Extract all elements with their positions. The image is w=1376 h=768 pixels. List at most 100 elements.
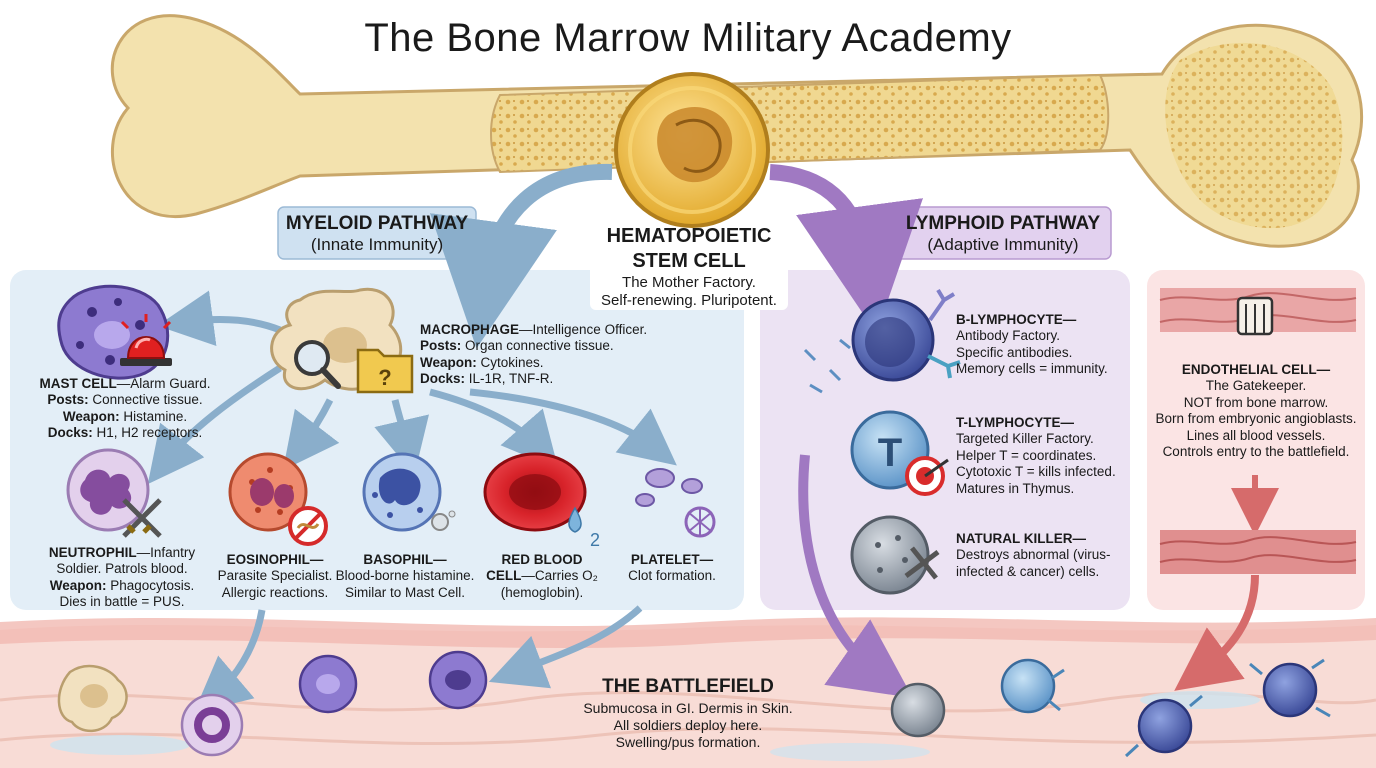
myeloid-pathway-label: MYELOID PATHWAY (Innate Immunity) [278,212,476,256]
natural-killer-line2: infected & cancer) cells. [956,563,1100,579]
t-lymphocyte-line3: Cytotoxic T = kills infected. [956,464,1116,480]
lymphoid-deploy-arrow [798,454,913,698]
neutrophil-weapon-label: Weapon: [49,577,107,593]
neutrophil-illustration [66,448,150,532]
neutrophil-line1: Soldier. Patrols blood. [56,561,188,577]
mast-cell-posts: Connective tissue. [92,392,203,408]
macrophage-name: MACROPHAGE [420,322,520,337]
t-lymphocyte-label: T-LYMPHOCYTE— Targeted Killer Factory. H… [956,415,1128,497]
platelet-illustration [635,468,716,538]
endothelial-line1: The Gatekeeper. [1205,378,1307,394]
mast-cell-name: MAST CELL [39,376,117,391]
macrophage-arrows [147,290,677,714]
b-lymphocyte-line2: Specific antibodies. [956,344,1073,360]
macrophage-role: —Intelligence Officer. [519,322,648,337]
basophil-illustration [362,452,456,532]
mast-cell-label: MAST CELL—Alarm Guard. Posts: Connective… [20,376,230,442]
natural-killer-name: NATURAL KILLER— [956,531,1086,546]
mast-cell-role: —Alarm Guard. [116,376,211,391]
eosinophil-line1: Parasite Specialist. [217,568,333,584]
macrophage-docks: IL-1R, TNF-R. [468,371,554,387]
b-lymphocyte-line3: Memory cells = immunity. [956,361,1108,377]
mast-cell-docks-label: Docks: [47,425,93,441]
stem-cell-name: HEMATOPOIETIC STEM CELL [606,225,772,272]
t-lymphocyte-line4: Matures in Thymus. [956,480,1075,496]
eosinophil-illustration [228,452,308,532]
battlefield-mast-cell [298,654,358,714]
battlefield-line2: All soldiers deploy here. [613,717,763,734]
macrophage-posts: Organ connective tissue. [465,338,614,354]
battlefield-b-cell [1124,658,1331,758]
rbc-name1: RED BLOOD [501,552,583,567]
oxygen-drop-icon: 2 [568,506,600,550]
lymphoid-pathway-label: LYMPHOID PATHWAY (Adaptive Immunity) [895,212,1111,256]
lymphoid-pathway-name: LYMPHOID PATHWAY [905,213,1101,234]
battlefield-name: THE BATTLEFIELD [602,676,774,697]
basophil-name: BASOPHIL— [363,552,447,567]
basophil-line2: Similar to Mast Cell. [344,584,466,600]
battlefield-neutrophil [180,693,244,757]
rbc-role: —Carries O₂ [521,568,598,584]
stem-cell-label: HEMATOPOIETIC STEM CELL The Mother Facto… [574,224,804,311]
b-lymphocyte-name: B-LYMPHOCYTE— [956,312,1077,327]
endothelial-line4: Lines all blood vessels. [1186,427,1326,443]
myeloid-pathway-sub: (Innate Immunity) [310,235,444,255]
macrophage-weapon: Cytokines. [480,354,544,370]
myeloid-arrow [430,163,613,349]
endothelial-label: ENDOTHELIAL CELL— The Gatekeeper. NOT fr… [1150,362,1362,461]
lymphoid-pathway-sub: (Adaptive Immunity) [927,235,1079,255]
no-parasite-icon [288,506,328,546]
eosinophil-label: EOSINOPHIL— Parasite Specialist. Allergi… [205,552,345,601]
natural-killer-label: NATURAL KILLER— Destroys abnormal (virus… [956,531,1126,580]
macrophage-posts-label: Posts: [420,338,462,354]
t-cell-letter: T [878,431,902,475]
macrophage-docks-label: Docks: [420,371,466,387]
b-lymphocyte-line1: Antibody Factory. [956,328,1061,344]
blood-vessel-bottom-illustration [1159,530,1357,574]
red-blood-cell-illustration [483,452,587,532]
neutrophil-weapon: Phagocytosis. [110,577,195,593]
t-lymphocyte-line2: Helper T = coordinates. [956,447,1097,463]
lymphoid-panel [760,270,1130,610]
folder-question-mark: ? [378,365,391,390]
target-icon [905,456,949,496]
stem-cell-line1: The Mother Factory. [622,274,756,291]
t-lymphocyte-name: T-LYMPHOCYTE— [956,415,1075,430]
endothelial-line3: Born from embryonic angioblasts. [1155,411,1357,427]
red-blood-cell-label: RED BLOOD CELL—Carries O₂ (hemoglobin). [478,552,606,601]
mast-cell-posts-label: Posts: [47,392,89,408]
sword-icon [122,498,162,538]
b-lymphocyte-label: B-LYMPHOCYTE— Antibody Factory. Specific… [956,312,1126,378]
platelet-label: PLATELET— Clot formation. [612,552,732,585]
endothelial-line5: Controls entry to the battlefield. [1162,444,1350,460]
alarm-siren-icon [120,314,172,366]
platelet-name: PLATELET— [630,552,714,567]
folder-icon: ? [356,348,414,394]
b-lymphocyte-illustration [803,288,961,394]
oxygen-subscript: 2 [590,530,600,550]
battlefield-basophil [428,650,488,710]
eosinophil-line2: Allergic reactions. [221,584,329,600]
stem-cell-line2: Self-renewing. Pluripotent. [601,292,777,310]
rbc-line2: (hemoglobin). [500,584,584,600]
battlefield-line3: Swelling/pus formation. [615,734,761,751]
natural-killer-line1: Destroys abnormal (virus- [956,547,1111,563]
magnifier-icon [294,340,341,389]
battlefield-line1: Submucosa in GI. Dermis in Skin. [583,700,793,717]
t-lymphocyte-line1: Targeted Killer Factory. [956,431,1094,447]
endothelial-deploy-arrow [1174,574,1259,691]
lymphoid-arrow [769,164,923,334]
neutrophil-name: NEUTROPHIL [48,545,137,560]
page-title: The Bone Marrow Military Academy [364,16,1012,60]
rbc-name2: CELL [486,568,522,584]
macrophage-label: MACROPHAGE—Intelligence Officer. Posts: … [420,322,690,388]
neutrophil-label: NEUTROPHIL—Infantry Soldier. Patrols blo… [22,545,222,611]
nk-sword-icon [904,546,940,580]
neutrophil-role: —Infantry [136,545,196,560]
stem-cell-illustration [614,72,770,228]
battlefield-natural-killer [890,682,946,738]
myeloid-pathway-name: MYELOID PATHWAY [285,213,469,234]
endothelial-panel [1147,270,1365,610]
